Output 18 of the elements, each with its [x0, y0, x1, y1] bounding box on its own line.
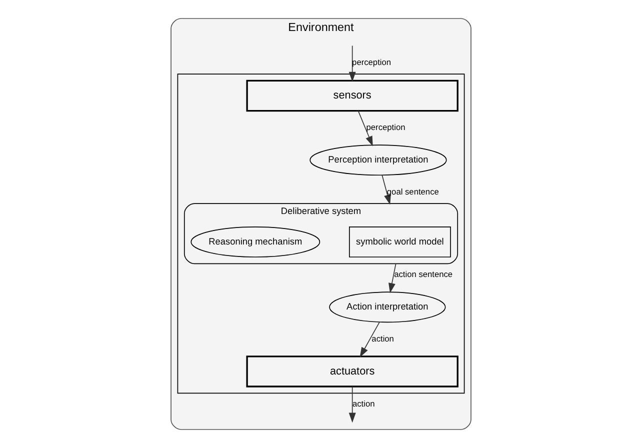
node-ellipse: Perception interpretation [310, 144, 447, 176]
node-ellipse: Action interpretation [329, 292, 446, 323]
edge-label: action sentence [394, 269, 453, 280]
arrow [360, 322, 380, 358]
node-box: symbolic world model [348, 226, 451, 258]
arrow [388, 263, 396, 294]
edge-label: action [352, 398, 375, 409]
node-box: sensors [246, 80, 458, 112]
edge-label: perception [352, 56, 392, 67]
node-box: actuators [246, 356, 458, 388]
edge-label: goal sentence [386, 186, 439, 196]
node-ellipse: Reasoning mechanism [190, 226, 320, 258]
cluster [177, 74, 465, 394]
edge-label: action [372, 333, 394, 344]
arrow [348, 45, 356, 82]
arrow [348, 386, 356, 423]
edge-label: perception [366, 122, 406, 132]
arrow [358, 110, 373, 146]
